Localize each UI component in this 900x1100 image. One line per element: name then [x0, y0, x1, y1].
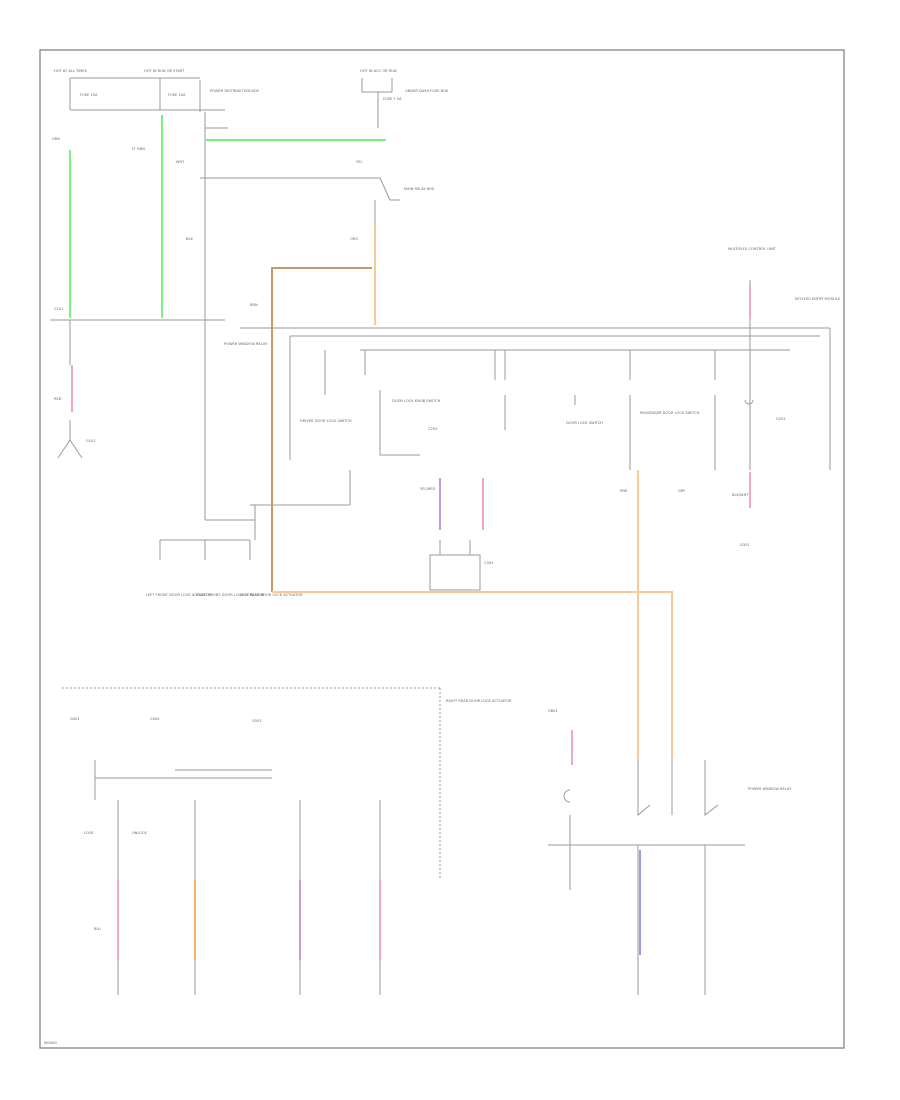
label-ground-3: G301 [740, 543, 750, 547]
label-wire-blk-wht: BLK/WHT [732, 493, 749, 497]
label-connector-c3: C303 [484, 561, 493, 565]
label-rr-actuator: RIGHT REAR DOOR LOCK ACTUATOR [446, 699, 512, 703]
label-fuse-2: FUSE 10A [168, 93, 186, 97]
tan-wire [271, 267, 372, 592]
label-hot-in-acc: HOT IN ACC OR RUN [360, 69, 397, 73]
label-wire-brn: BRN [250, 303, 258, 307]
label-wire-yel-red: YEL/RED [420, 487, 435, 491]
label-wire-org: ORG [350, 237, 358, 241]
label-wire-blk: BLK [186, 237, 193, 241]
label-fuse-3: FUSE 7.5A [383, 97, 402, 101]
window-switch-section [548, 760, 745, 995]
label-ground-2: G201 [776, 417, 786, 421]
label-ground-1: G101 [86, 439, 96, 443]
diagram-frame [39, 49, 845, 1049]
label-connector-c4: C404 [150, 717, 160, 721]
label-under-dash-fuse: UNDER DASH FUSE BOX [405, 89, 449, 93]
label-window-switch: POWER WINDOW RELAY [748, 787, 792, 791]
label-hot-in-run-start: HOT IN RUN OR START [144, 69, 185, 73]
label-main-relay: MAIN RELAY BOX [404, 187, 435, 191]
label-power-distribution: POWER DISTRIBUTION BOX [210, 89, 259, 93]
label-wire-yel: YEL [356, 160, 362, 164]
label-ground-4: G401 [70, 717, 80, 721]
label-keyless-module: KEYLESS ENTRY MODULE [795, 297, 841, 301]
label-lock: LOCK [84, 831, 94, 835]
label-wire-wht: WHT [176, 160, 185, 164]
label-passenger-door-switch: PASSENGER DOOR LOCK SWITCH [640, 411, 700, 415]
label-ground-6: G601 [548, 709, 558, 713]
label-driver-door-switch: DRIVER DOOR LOCK SWITCH [300, 419, 352, 423]
label-wire-blu: BLU [94, 927, 101, 931]
label-wire-lt-grn: LT GRN [132, 147, 145, 151]
label-door-lock-knob: DOOR LOCK KNOB SWITCH [392, 399, 441, 403]
label-page-code: W0000 [44, 1041, 57, 1045]
label-wire-pnk: PNK [620, 489, 628, 493]
label-fuse-1: FUSE 15A [80, 93, 98, 97]
peach-return-wire [272, 591, 673, 760]
label-hot-at-all-times: HOT AT ALL TIMES [54, 69, 88, 73]
label-wire-grn: GRN [52, 137, 60, 141]
label-multiplex-control: MULTIPLEX CONTROL UNIT [728, 247, 777, 251]
label-connector-c1: C101 [54, 307, 63, 311]
power-feed-section [50, 77, 400, 560]
switch-bus-section [240, 280, 831, 591]
label-wire-red: RED [54, 397, 62, 401]
label-lr-actuator: LEFT REAR DOOR LOCK ACTUATOR [240, 593, 303, 597]
label-rf-actuator: RIGHT FRONT DOOR LOCK ACTUATOR [196, 593, 265, 597]
label-connector-c2: C202 [428, 427, 437, 431]
label-wire-gry: GRY [678, 489, 686, 493]
label-door-lock-switch: DOOR LOCK SWITCH [566, 421, 603, 425]
label-unlock: UNLOCK [132, 831, 148, 835]
label-lf-actuator: LEFT FRONT DOOR LOCK ACTUATOR [146, 593, 212, 597]
label-power-window-relay: POWER WINDOW RELAY [224, 342, 268, 346]
label-ground-5: G501 [252, 719, 262, 723]
